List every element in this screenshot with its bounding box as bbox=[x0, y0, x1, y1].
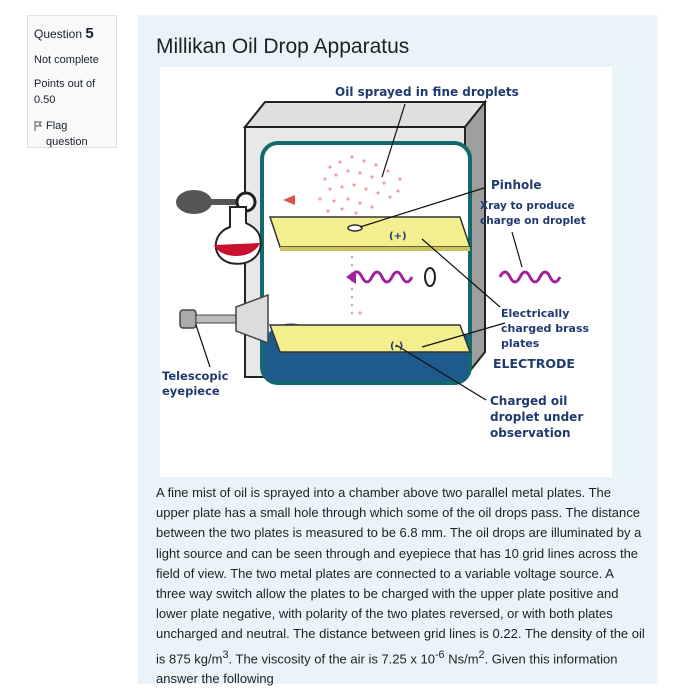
label-droplet-2: droplet under bbox=[490, 410, 583, 424]
flag-question-label: Flag question bbox=[46, 119, 88, 148]
oil-droplets bbox=[318, 155, 402, 315]
flag-question-link[interactable]: Flag question bbox=[34, 119, 110, 151]
desc-viscosity-exponent: -6 bbox=[434, 648, 445, 661]
flask-oil bbox=[214, 243, 260, 256]
millikan-diagram: Oil sprayed in fine droplets Pinhole Xra… bbox=[160, 67, 612, 477]
label-telescope-2: eyepiece bbox=[162, 384, 220, 398]
question-content: Millikan Oil Drop Apparatus bbox=[138, 15, 657, 686]
label-plates-1: Electrically bbox=[501, 307, 569, 320]
xray-port bbox=[424, 267, 436, 287]
xray-wave-left bbox=[350, 270, 414, 284]
label-xray-2: charge on droplet bbox=[480, 215, 586, 227]
label-telescope-1: Telescopic bbox=[162, 369, 229, 383]
desc-part-4: . Given this information answer the foll… bbox=[156, 650, 618, 687]
desc-part-2: . The viscosity of the air is 7.25 x 10 bbox=[228, 650, 435, 666]
question-label: Question bbox=[34, 27, 83, 41]
question-number-value: 5 bbox=[85, 25, 94, 42]
label-pinhole: Pinhole bbox=[491, 178, 542, 192]
label-oil-sprayed: Oil sprayed in fine droplets bbox=[335, 85, 519, 99]
label-electrode: ELECTRODE bbox=[493, 356, 575, 371]
xray-arrowhead bbox=[346, 270, 356, 284]
label-minus: (-) bbox=[390, 341, 403, 352]
page-title: Millikan Oil Drop Apparatus bbox=[156, 35, 410, 58]
label-plus: (+) bbox=[389, 231, 407, 242]
chamber-window bbox=[260, 141, 472, 385]
label-droplet-1: Charged oil bbox=[490, 394, 567, 408]
telescope-tube bbox=[195, 314, 237, 324]
label-xray-1: Xray to produce bbox=[480, 200, 575, 212]
spray-nozzle bbox=[283, 195, 295, 205]
xray-wave-right bbox=[498, 270, 562, 284]
desc-density-exponent: 3 bbox=[222, 648, 229, 661]
question-description: A fine mist of oil is sprayed into a cha… bbox=[156, 483, 646, 689]
desc-part-1: A fine mist of oil is sprayed into a cha… bbox=[156, 485, 645, 666]
label-droplet-3: observation bbox=[490, 426, 571, 440]
label-plates-3: plates bbox=[501, 337, 540, 350]
telescope-knob bbox=[179, 309, 197, 329]
question-status: Not complete bbox=[34, 53, 99, 66]
flag-icon bbox=[34, 120, 42, 131]
question-info-panel: Question 5 Not complete Points out of 0.… bbox=[27, 15, 117, 148]
desc-part-3: Ns/m bbox=[444, 650, 479, 666]
question-points: Points out of 0.50 bbox=[34, 77, 96, 106]
label-plates-2: charged brass bbox=[501, 322, 590, 335]
question-number: Question 5 bbox=[34, 23, 110, 45]
atomizer-bulb bbox=[176, 190, 212, 214]
telescope-lens bbox=[235, 293, 269, 345]
chamber-top-face bbox=[242, 101, 488, 128]
desc-viscosity-unit-exponent: 2 bbox=[478, 648, 485, 661]
label-pointers bbox=[195, 103, 523, 401]
pinhole-mark bbox=[347, 224, 363, 232]
atomizer-tube bbox=[210, 199, 242, 205]
upper-plate-edge bbox=[280, 247, 470, 251]
upper-plate bbox=[268, 216, 472, 248]
lower-plate bbox=[268, 324, 472, 353]
